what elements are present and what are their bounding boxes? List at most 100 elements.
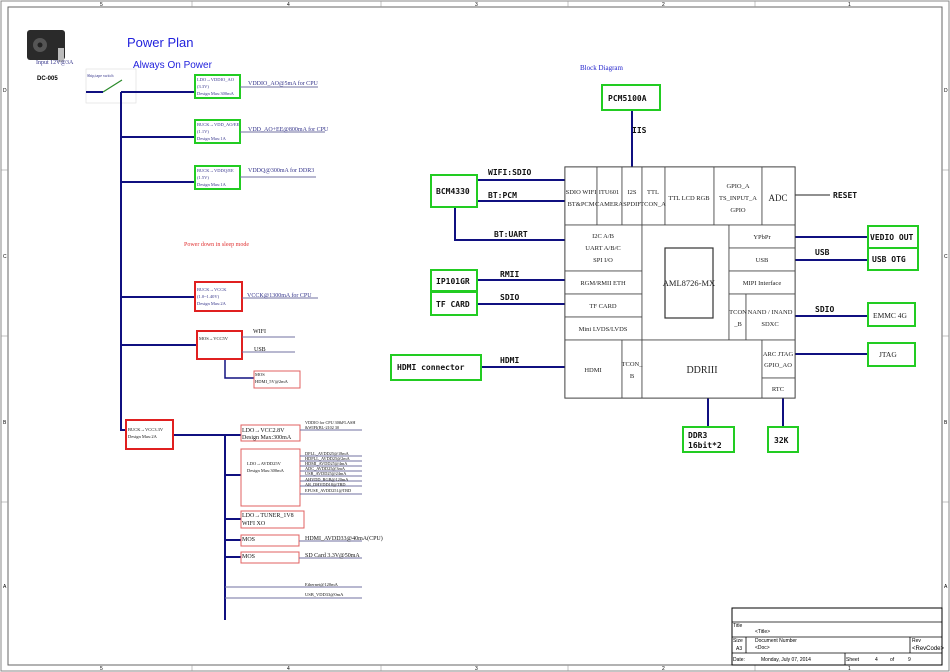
mos-hdmi: MOS xyxy=(240,534,300,547)
soc-cell: _B xyxy=(733,321,742,328)
avdd25-outputs xyxy=(300,455,362,495)
soc-cell: TS_INPUT_A xyxy=(719,195,757,202)
rail-label: &WIFI(BL-2102 30 xyxy=(305,425,339,430)
sheet-value: 4 xyxy=(875,657,878,663)
block-label: USB OTG xyxy=(872,255,906,264)
soc-cell: I2S xyxy=(627,189,636,196)
zone-row: B xyxy=(3,420,7,426)
date-value: Monday, July 07, 2014 xyxy=(761,657,811,663)
iis-label: IIS xyxy=(632,126,647,135)
ldo-avdd25: LDO→AVDD25V Design Max:300mA xyxy=(240,448,301,507)
reg-label: (1.0~1.40V) xyxy=(197,294,220,299)
vedio-out-block: VEDIO OUT xyxy=(867,225,919,249)
usb-otg-block: USB OTG xyxy=(867,247,919,271)
hdmi-label: HDMI xyxy=(500,356,519,365)
switch-label: Ship,tape switch xyxy=(87,73,113,79)
always-on-heading: Always On Power xyxy=(133,60,213,71)
switch-icon xyxy=(102,79,123,93)
soc-cell: MIPI Interface xyxy=(743,280,782,287)
reg-label: MOS→VCC5V xyxy=(199,336,229,341)
jack-part: DC-005 xyxy=(37,76,58,82)
zone-col: 4 xyxy=(287,666,290,672)
reg-label: Design Max:300mA xyxy=(242,435,292,441)
ldo-vcc28: LDO→VCC2.8V Design Max:300mA xyxy=(240,424,301,442)
reg-label: BUCK→VDD_AO/EE xyxy=(197,122,240,127)
block-label: JTAG xyxy=(879,350,897,359)
rail-label: AHVDD_RGB@120mA xyxy=(305,477,349,482)
zone-row: C xyxy=(3,254,7,260)
vcck-regulator: BUCK→VCCK (1.0~1.40V) Design Max:2A xyxy=(194,281,243,312)
rail-label: SD Card 3.3V@50mA xyxy=(305,553,360,559)
mos-sd: MOS xyxy=(240,551,300,564)
size-value: A3 xyxy=(736,646,742,652)
reg-label: LDO→VDDIO_AO xyxy=(197,77,235,82)
block-label: HDMI connector xyxy=(397,363,465,372)
reg-label: WIFI XO xyxy=(242,521,266,527)
soc-cell: TCON_ xyxy=(622,361,644,368)
soc-cell: HDMI xyxy=(584,367,601,374)
zone-row: A xyxy=(944,584,948,590)
doc-number-value: <Doc> xyxy=(755,645,770,651)
block-diagram-title: Block Diagram xyxy=(580,64,624,72)
reg-label: BUCK→VDDQ/EE xyxy=(197,168,234,173)
soc-block xyxy=(564,166,796,399)
emmc-block: EMMC 4G xyxy=(867,302,916,327)
reg-label: HDMI_5V@2mA xyxy=(255,379,289,384)
rail-label: VDDIO for CPU 30&FLASH xyxy=(305,420,355,425)
rail-label: ADC_AVDD25@3mA xyxy=(305,466,346,471)
green-regulator-1: LDO→VDDIO_AO (3.3V) Design Max:300mA xyxy=(194,74,241,99)
hdmi-5v-mos: MOS HDMI_5V@2mA xyxy=(253,370,301,389)
bt-uart-label: BT:UART xyxy=(494,230,528,239)
date-label: Date: xyxy=(733,657,745,663)
block-label: TF CARD xyxy=(436,300,470,309)
block-label: DDR3 xyxy=(688,431,707,440)
tf-card-block: TF CARD xyxy=(430,291,478,316)
soc-cell: TCON xyxy=(729,309,747,316)
rail-label: VDDIO_AO@5mA for CPU xyxy=(248,80,319,87)
switch-frame xyxy=(85,68,137,104)
soc-cell: RGM/RMII ETH xyxy=(580,280,626,287)
reg-label: Design Max:300mA xyxy=(247,468,285,473)
zone-row: B xyxy=(944,420,948,426)
rail-label: VDDQ@300mA for DDR3 xyxy=(248,167,314,174)
zone-row: A xyxy=(3,584,7,590)
title-block: Title <Title> Size A3 Document Number <D… xyxy=(731,607,945,666)
reg-label: Design Max:1A xyxy=(197,136,227,141)
ip101gr-block: IP101GR xyxy=(430,269,478,292)
soc-cell: RTC xyxy=(772,386,784,393)
reg-label: MOS xyxy=(242,537,255,543)
soc-cell: DDRIII xyxy=(686,365,717,376)
zone-row: D xyxy=(3,88,7,94)
jtag-block: JTAG xyxy=(867,342,916,367)
reg-label: (1.5V) xyxy=(197,175,209,180)
rail-label: WIFI xyxy=(253,329,266,335)
soc-cell: TTL LCD RGB xyxy=(668,195,710,202)
reset-label: RESET xyxy=(833,191,857,200)
soc-cell: I2C A/B xyxy=(592,233,615,240)
green-regulator-3: BUCK→VDDQ/EE (1.5V) Design Max:1A xyxy=(194,165,241,190)
wifi-sdio-label: WIFI:SDIO xyxy=(488,168,532,177)
block-label: IP101GR xyxy=(436,277,470,286)
soc-cell: NAND / INAND xyxy=(748,309,793,316)
block-wires xyxy=(454,110,868,427)
soc-cell: BT&PCM xyxy=(567,201,594,208)
zone-row: C xyxy=(944,254,948,260)
rail-label: HDMI_AVDD25@4mA xyxy=(305,461,348,466)
reg-label: Design Max:2A xyxy=(197,301,227,306)
soc-cell: SDIO WIFI xyxy=(566,189,597,196)
soc-cell: TTL xyxy=(647,189,659,196)
zone-col: 2 xyxy=(662,666,665,672)
rail-label: VDD_AO+EE@800mA for CPU xyxy=(248,126,329,133)
rail-label: EFUSE_AVDD251@TBD xyxy=(305,488,351,493)
zone-col: 1 xyxy=(848,666,851,672)
soc-cell: UART A/B/C xyxy=(585,245,620,252)
block-label: PCM5100A xyxy=(608,94,647,103)
doc-number-label: Document Number xyxy=(755,638,797,644)
sheet-label: Sheet xyxy=(846,657,860,663)
rail-label: DPLL_AVDD25@18mA xyxy=(305,451,350,456)
soc-cell: YPbPr xyxy=(753,234,771,241)
soc-cell: SPDIF xyxy=(623,201,641,208)
reg-label: MOS xyxy=(255,372,265,377)
rail-label: HDMI_AVDD33@40mA(CPU) xyxy=(305,535,383,542)
